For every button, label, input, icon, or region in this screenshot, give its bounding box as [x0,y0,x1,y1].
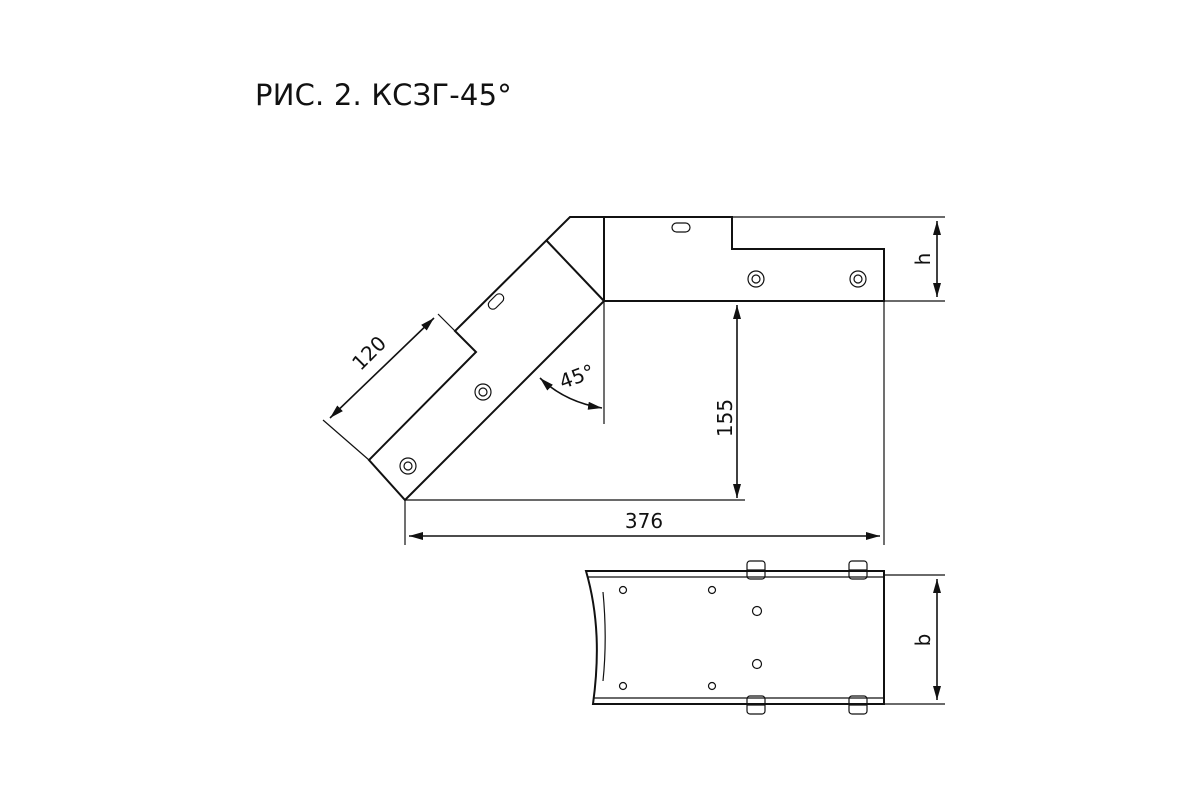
bend-top-view: 45° 155 376 h 120 [322,216,945,545]
figure-title: РИС. 2. КСЗГ-45° [255,78,512,112]
dimension-h-label: h [911,253,935,266]
bolt-head-icon [848,560,868,580]
hole [751,605,763,617]
extension-line [322,419,370,461]
hole [618,585,628,595]
angle-label: 45° [556,359,598,394]
slot-hole [671,222,691,233]
hole [618,681,628,691]
bolt-icon [474,383,492,401]
dimension-line-120 [329,317,435,419]
dimension-b-label: b [911,634,935,647]
dimension-376-label: 376 [625,509,663,533]
straight-section-outline [603,216,885,302]
hole [707,585,717,595]
bolt-icon [399,457,417,475]
side-view-outline [584,570,885,705]
side-view: b [584,560,945,715]
dimension-155-label: 155 [713,399,737,437]
angle-arc [539,377,603,410]
bolt-icon [849,270,867,288]
bolt-icon [747,270,765,288]
cut-edge [602,591,606,682]
bolt-head-icon [746,695,766,715]
hole [707,681,717,691]
slot-hole [487,293,505,310]
angled-section-outline [367,216,605,502]
fold-line [545,239,605,302]
hole [751,658,763,670]
extension-line [437,313,477,353]
bolt-head-icon [848,695,868,715]
bolt-head-icon [746,560,766,580]
dimension-120-label: 120 [347,331,391,375]
